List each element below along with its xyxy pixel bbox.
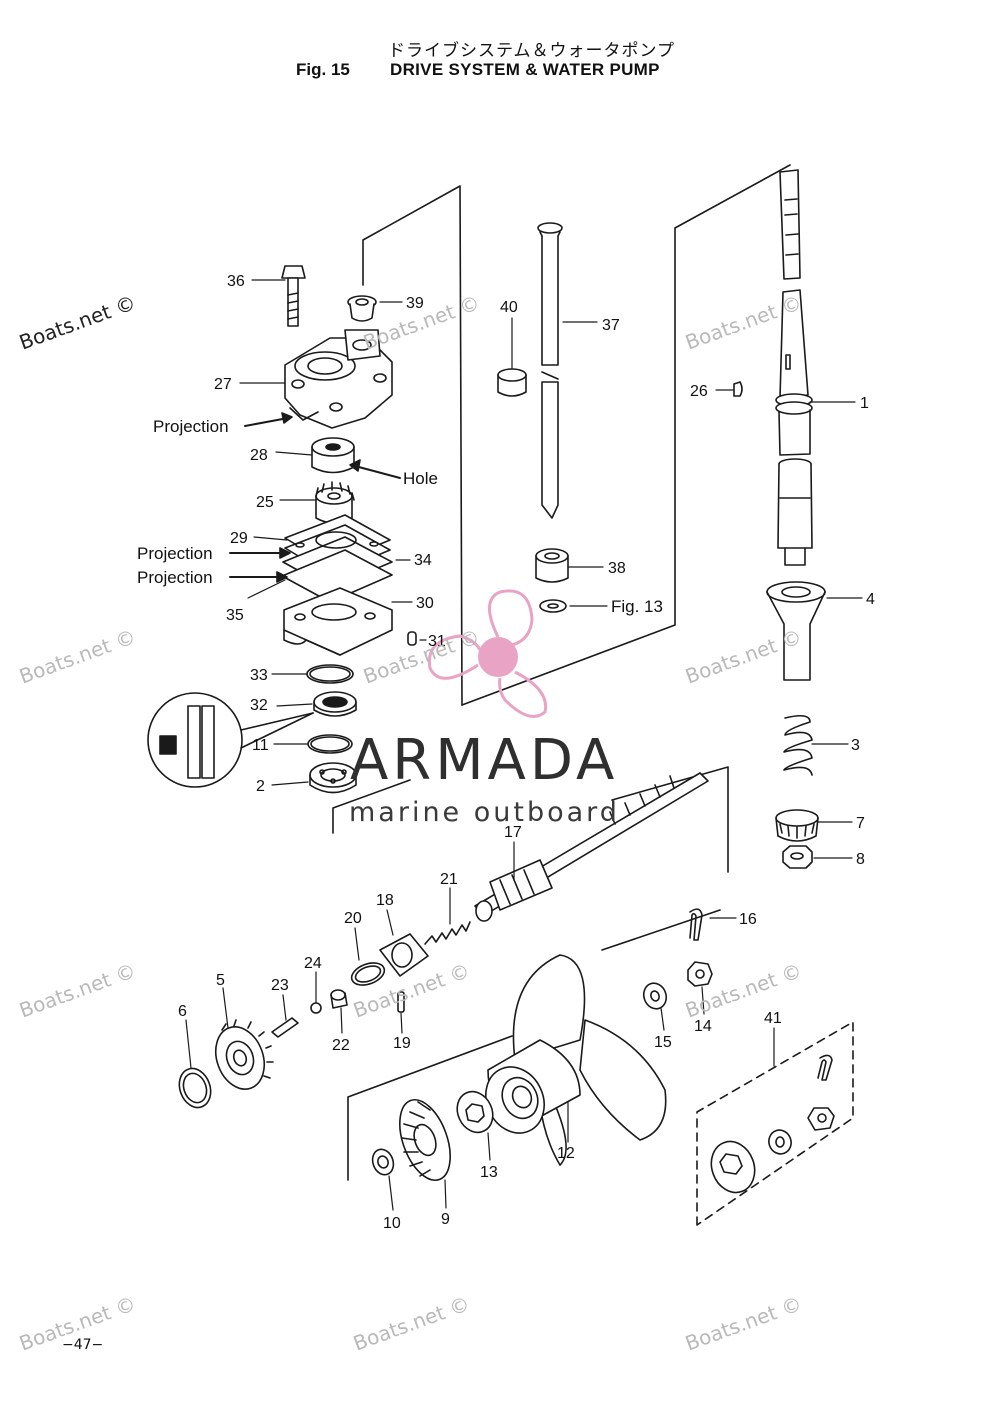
- label-11: 11: [252, 737, 269, 754]
- part-3-spring: [783, 714, 813, 776]
- label-33: 33: [250, 667, 268, 684]
- label-39: 39: [406, 295, 424, 312]
- label-13: 13: [480, 1164, 498, 1181]
- figure-number: Fig. 15: [296, 60, 350, 79]
- label-8: 8: [856, 851, 865, 868]
- label-27: 27: [214, 376, 232, 393]
- part-31-pin: [407, 631, 417, 646]
- label-5: 5: [216, 972, 225, 989]
- label-25: 25: [256, 494, 274, 511]
- label-31: 31: [428, 633, 446, 650]
- part-4-bushing: [766, 581, 826, 681]
- projection-label-2: Projection: [137, 544, 213, 563]
- label-38: 38: [608, 560, 626, 577]
- group-outline-water-pump: [332, 164, 791, 1181]
- label-26: 26: [690, 383, 708, 400]
- part-12-propeller: [485, 954, 667, 1166]
- page-number: −47−: [62, 1337, 104, 1353]
- part-36-bolt: [281, 265, 306, 327]
- part-13-thrust-holder: [456, 1090, 494, 1134]
- arrows: [229, 412, 401, 583]
- title-japanese: ドライブシステム＆ウォータポンプ: [388, 41, 675, 61]
- label-1: 1: [860, 395, 869, 412]
- label-29: 29: [230, 530, 248, 547]
- label-10: 10: [383, 1215, 401, 1232]
- part-32-oil-seal: [313, 691, 357, 717]
- label-32: 32: [250, 697, 268, 714]
- part-5-forward-gear: [214, 1019, 274, 1090]
- label-21: 21: [440, 871, 458, 888]
- label-17: 17: [504, 824, 522, 841]
- label-24: 24: [304, 955, 322, 972]
- part-number-labels: 1 2 3 4 5 6 7 8 9 10 11 12 13 14 15 16 1…: [178, 273, 875, 1232]
- label-7: 7: [856, 815, 865, 832]
- detail-magnifier: [147, 692, 314, 788]
- part-2-bearing: [309, 762, 357, 794]
- label-6: 6: [178, 1003, 187, 1020]
- part-38-seal: [535, 548, 569, 583]
- label-20: 20: [344, 910, 362, 927]
- projection-label-1: Projection: [153, 417, 229, 436]
- projection-label-3: Projection: [137, 568, 213, 587]
- part-17-propeller-shaft: [474, 772, 709, 922]
- label-3: 3: [851, 737, 860, 754]
- part-21-spring: [424, 921, 471, 945]
- brand-name: ARMADA: [350, 728, 619, 793]
- part-1-drive-shaft: [775, 169, 813, 566]
- label-37: 37: [602, 317, 620, 334]
- part-16-cotter-pin: [689, 908, 703, 941]
- label-2: 2: [256, 778, 265, 795]
- fig13-label: Fig. 13: [611, 597, 663, 616]
- part-7-pinion-gear: [775, 809, 819, 842]
- leader-lines: [185, 279, 863, 1211]
- label-9: 9: [441, 1211, 450, 1228]
- label-4: 4: [866, 591, 875, 608]
- label-18: 18: [376, 892, 394, 909]
- label-22: 22: [332, 1037, 350, 1054]
- brand-tagline: marine outboard: [349, 797, 620, 828]
- hole-label: Hole: [403, 469, 438, 488]
- kit-41-dashed-box: [696, 1021, 854, 1226]
- label-14: 14: [694, 1018, 712, 1035]
- label-28: 28: [250, 447, 268, 464]
- part-24-ball: [310, 1002, 322, 1014]
- part-37-water-tube: [537, 222, 563, 519]
- part-6-washer: [178, 1067, 212, 1109]
- part-18-clutch: [379, 933, 429, 977]
- part-8-nut: [782, 845, 813, 869]
- label-16: 16: [739, 911, 757, 928]
- part-9-reverse-gear: [399, 1099, 451, 1181]
- part-19-pin: [397, 991, 405, 1013]
- part-22-plunger: [330, 989, 348, 1009]
- kit-41-contents: [710, 1054, 835, 1194]
- part-27-pump-housing: [284, 329, 393, 429]
- label-15: 15: [654, 1034, 672, 1051]
- label-40: 40: [500, 299, 518, 316]
- label-34: 34: [414, 552, 432, 569]
- label-30: 30: [416, 595, 434, 612]
- part-15-washer: [642, 982, 668, 1010]
- label-41: 41: [764, 1010, 782, 1027]
- part-29-gasket-stack: [281, 514, 393, 603]
- part-40-bushing: [497, 368, 527, 397]
- annotation-labels: Projection Hole Projection Projection Fi…: [137, 417, 663, 616]
- label-12: 12: [557, 1145, 575, 1162]
- part-30-pump-case: [283, 587, 393, 656]
- part-26-key: [733, 381, 743, 397]
- label-36: 36: [227, 273, 245, 290]
- part-14-castle-nut: [687, 961, 713, 987]
- label-35: 35: [226, 607, 244, 624]
- part-39-grommet: [347, 295, 377, 322]
- part-20-ring: [350, 962, 386, 986]
- label-19: 19: [393, 1035, 411, 1052]
- part-23-pin: [271, 1017, 299, 1038]
- label-23: 23: [271, 977, 289, 994]
- part-28-cartridge: [311, 437, 355, 474]
- page-title: DRIVE SYSTEM & WATER PUMP: [390, 60, 660, 79]
- armada-logo-icon: [427, 589, 548, 718]
- part-10-washer: [371, 1148, 395, 1176]
